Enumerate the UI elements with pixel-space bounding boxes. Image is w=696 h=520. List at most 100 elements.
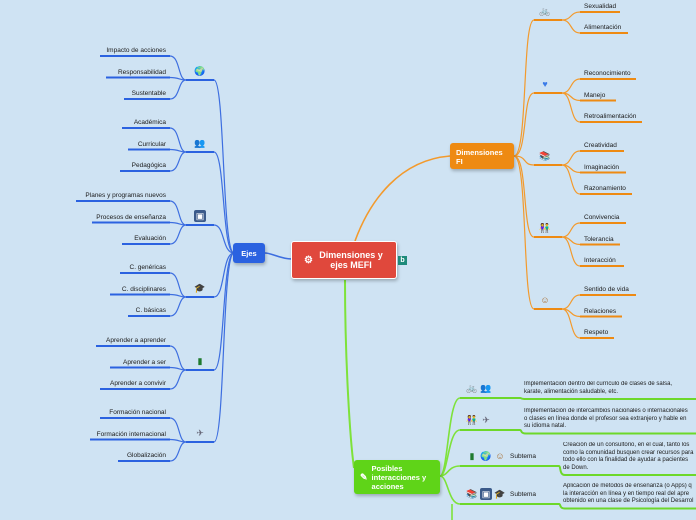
graduation-cap-icon: 🎓	[494, 489, 506, 499]
link-ejes-item-4-0	[169, 345, 187, 371]
book-icon: ▮	[469, 451, 475, 461]
dimensiones-label: Dimensiones FI	[456, 148, 503, 166]
puzzle-icon: ✎	[360, 471, 368, 482]
interaccion-text[interactable]: Implementación de intercambios nacionale…	[524, 408, 696, 431]
ejes-item[interactable]: C. disciplinares	[121, 285, 166, 293]
interaccion-text[interactable]: Implementación dentro del currículo de c…	[524, 381, 696, 396]
globe-icon: 🌍	[194, 66, 206, 76]
ejes-node[interactable]: Ejes	[233, 243, 265, 263]
link-dim-item-3-2	[561, 236, 581, 267]
interacciones-label: Posibles interacciones y acciones	[371, 463, 427, 491]
link-ejes-item-4-2	[169, 369, 187, 390]
ejes-item[interactable]: Globalización	[126, 452, 166, 459]
dim-item[interactable]: Razonamiento	[584, 185, 626, 192]
ejes-item[interactable]: Aprender a aprender	[106, 337, 166, 344]
interaccion-text-line: Implementación dentro del currículo de c…	[524, 381, 673, 387]
link-dim-item-2-2	[561, 164, 581, 195]
dim-item[interactable]: Imaginación	[584, 163, 620, 171]
link-dim-item-4-0	[561, 294, 581, 310]
int-text-underline-3	[558, 503, 696, 510]
books-icon: 📚	[466, 489, 478, 499]
subtema-label[interactable]: Subtema	[510, 491, 537, 498]
ejes-item[interactable]: Pedagógica	[131, 162, 166, 169]
link-int-row-3	[439, 475, 461, 505]
link-dim-group-3	[513, 155, 535, 238]
dim-item[interactable]: Relaciones	[584, 307, 617, 315]
interaccion-text-line: de Down.	[563, 464, 589, 471]
link-ejes-item-5-2	[169, 441, 187, 462]
link-ejes-item-3-2	[169, 296, 187, 317]
dim-item[interactable]: Interacción	[584, 257, 616, 264]
link-ejes-group-1	[213, 151, 235, 254]
ejes-item[interactable]: Responsabilidad	[117, 68, 166, 76]
root-node[interactable]: ⚙ Dimensiones y ejes MEFI	[291, 241, 397, 279]
interaccion-text[interactable]: Aplicación de métodos de enseñanza (o Ap…	[563, 483, 696, 506]
ejes-item[interactable]: Curricular	[137, 140, 166, 148]
ejes-item[interactable]: Procesos de enseñanza	[96, 213, 166, 221]
link-ejes-group-2	[213, 224, 235, 254]
interaccion-text-line: como la comunidad busquen crear recursos…	[563, 449, 694, 456]
ejes-item[interactable]: Planes y programas nuevos	[85, 192, 166, 199]
ejes-item[interactable]: Sustentable	[131, 90, 166, 97]
link-ejes-item-2-2	[169, 224, 187, 245]
dim-item[interactable]: Respeto	[584, 329, 609, 336]
ejes-item[interactable]: Aprender a ser	[123, 358, 166, 366]
link-ejes-item-3-0	[169, 272, 187, 298]
dim-item[interactable]: Alimentación	[584, 24, 622, 31]
link-dim-item-4-2	[561, 308, 581, 339]
link-ejes-group-5	[213, 252, 235, 443]
int-text-underline-1	[519, 429, 696, 435]
interacciones-node[interactable]: ✎ Posibles interacciones y acciones	[354, 460, 440, 494]
link-dim-item-1-0	[561, 78, 581, 94]
person-icon: ☺	[495, 451, 505, 461]
ejes-item[interactable]: C. básicas	[135, 307, 166, 314]
graduation-cap-icon: 🎓	[194, 283, 206, 293]
dim-item[interactable]: Retroalimentación	[584, 113, 637, 120]
airplane-icon: ✈	[196, 428, 204, 438]
people-icon: 👥	[194, 138, 206, 148]
link-int-row-1	[439, 429, 461, 477]
interaccion-text-line: la interacción en línea y en tiempo real…	[563, 490, 690, 497]
ejes-item[interactable]: Formación nacional	[109, 409, 166, 416]
dim-item[interactable]: Tolerancia	[584, 235, 614, 243]
dimensiones-node[interactable]: Dimensiones FI	[450, 143, 514, 169]
link-dim-group-0	[513, 19, 535, 157]
bing-icon[interactable]: b	[398, 256, 407, 265]
link-ejes-item-2-0	[169, 200, 187, 226]
ejes-item[interactable]: Formación internacional	[96, 430, 166, 438]
root-label: Dimensiones y ejes MEFI	[319, 250, 383, 270]
interaccion-text[interactable]: Creación de un consultorio, en el cual, …	[563, 442, 696, 472]
link-dim-item-0-1	[561, 19, 581, 34]
link-dim-item-1-2	[561, 92, 581, 123]
ejes-item[interactable]: Impacto de acciones	[106, 47, 166, 54]
classroom-icon: ▣	[480, 488, 492, 500]
book-icon: ▮	[197, 356, 203, 366]
ejes-label: Ejes	[241, 248, 257, 258]
cyclist-icon: 🚲	[466, 383, 478, 393]
dim-item[interactable]: Sexualidad	[584, 3, 617, 10]
link-ejes-group-3	[213, 252, 235, 298]
subtema-label[interactable]: Subtema	[510, 453, 537, 460]
couple-icon: 👫	[539, 223, 551, 233]
interaccion-text-line: o clases en línea donde el profesor sea …	[524, 415, 687, 422]
interaccion-text-line: todo ello con la finalidad de ayudar a p…	[563, 457, 689, 463]
ejes-item[interactable]: C. genéricas	[129, 264, 167, 271]
dim-item[interactable]: Convivencia	[584, 214, 620, 221]
link-dim-group-4	[513, 155, 535, 310]
link-dim-item-3-0	[561, 222, 581, 238]
ejes-item[interactable]: Evaluación	[134, 235, 166, 242]
int-text-underline-0	[519, 397, 696, 400]
link-ejes-group-0	[213, 79, 235, 254]
link-dim-group-1	[513, 92, 535, 157]
dim-item[interactable]: Creatividad	[584, 142, 617, 149]
link-ejes-item-0-0	[169, 55, 187, 81]
link-int-row-0	[439, 397, 461, 477]
ejes-item[interactable]: Aprender a convivir	[110, 380, 166, 387]
int-text-underline-2	[558, 465, 696, 476]
link-ejes-item-0-2	[169, 79, 187, 100]
dim-item[interactable]: Reconocimiento	[584, 70, 631, 77]
ejes-item[interactable]: Académica	[133, 119, 166, 126]
interaccion-text-line: Aplicación de métodos de enseñanza (o Ap…	[563, 483, 692, 489]
dim-item[interactable]: Manejo	[584, 91, 606, 99]
dim-item[interactable]: Sentido de vida	[584, 286, 629, 293]
